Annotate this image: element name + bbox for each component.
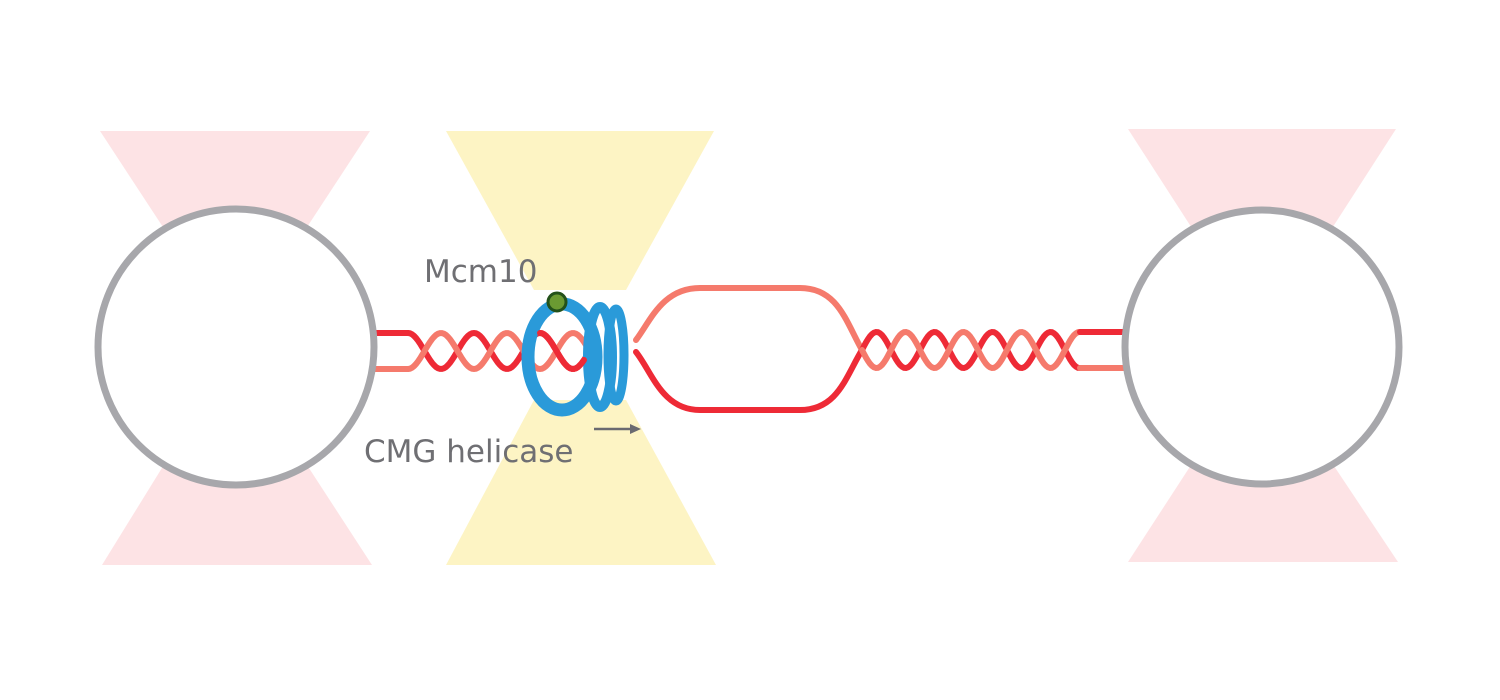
right-trap-cone-top [1128,129,1396,250]
dna-through-helicase [537,330,587,372]
left-trap-cone-top [100,131,370,250]
left-bead [94,205,378,489]
right-helix-strand-1 [859,328,1083,372]
right-helix-strand-2 [859,328,1083,372]
mcm10-label: Mcm10 [424,254,538,290]
right-trap-cone-bottom [1128,442,1398,562]
left-trap-cone-bottom [102,442,372,565]
dna-molecule [369,285,1129,413]
threaded-strand-1 [537,330,587,372]
left-helix-strand-2 [405,330,599,373]
optical-traps [100,129,1398,565]
fork-bottom-strand [633,347,865,413]
cmg-helicase-label: CMG helicase [364,434,574,470]
center-trap-cone-top [446,131,714,290]
helicase-ring-back-2 [583,302,617,412]
fork-top-strand [633,285,865,353]
mcm10-protein [546,291,568,313]
center-trap-cone-bottom [446,400,716,565]
cmg-helicase [521,297,629,417]
right-bead [1121,206,1403,488]
right-arrow-icon [594,424,641,434]
